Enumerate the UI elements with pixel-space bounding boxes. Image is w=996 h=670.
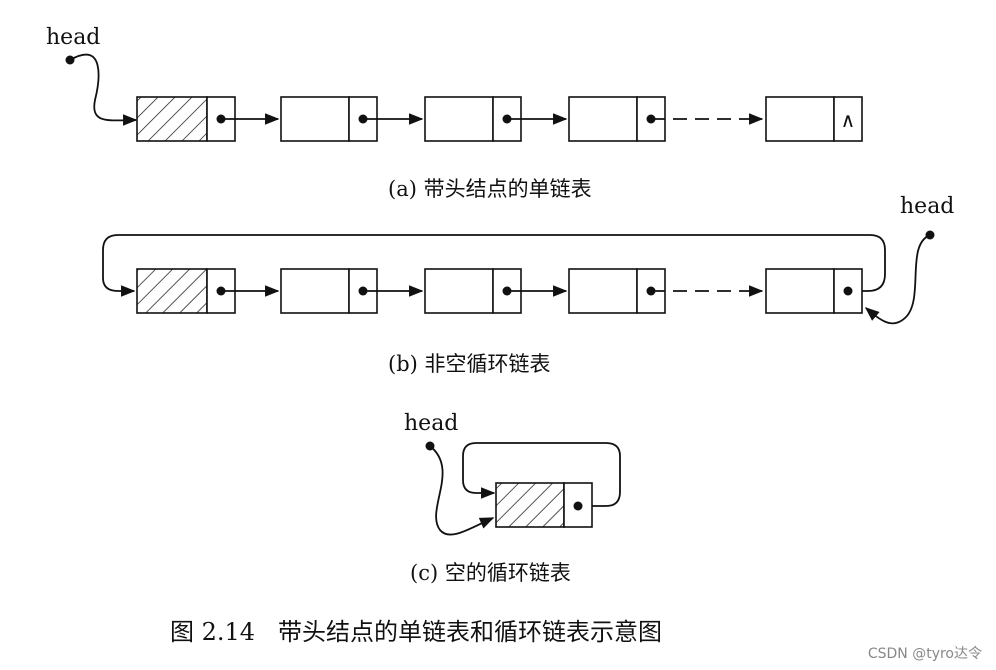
- part-b-circular-return-link: [102, 234, 886, 297]
- part-a-last-node: ∧: [765, 96, 863, 142]
- part-c-empty-circular-list: head (c) 空的循环链表: [404, 411, 621, 585]
- part-b-head-pointer-arrow: [864, 234, 931, 325]
- part-a-node-2: [424, 96, 522, 142]
- part-a-singly-linked-list: head ∧: [46, 25, 863, 201]
- part-b-head-label: head: [900, 194, 954, 219]
- part-a-head-pointer-arrow: [69, 53, 138, 126]
- part-b-caption: (b) 非空循环链表: [388, 352, 551, 376]
- part-b-node-2: [424, 268, 522, 314]
- part-a-head-label: head: [46, 25, 100, 50]
- figure-caption: 图 2.14 带头结点的单链表和循环链表示意图: [170, 618, 662, 646]
- part-b-circular-linked-list: head: [102, 194, 954, 376]
- part-a-node-3: [568, 96, 666, 142]
- part-c-head-node: [495, 482, 593, 528]
- part-b-node-3: [568, 268, 666, 314]
- part-b-last-node: [765, 268, 863, 314]
- part-c-head-label: head: [404, 411, 458, 436]
- part-a-head-node: [136, 96, 236, 142]
- part-c-self-loop-link: [462, 442, 621, 507]
- part-b-head-node: [136, 268, 236, 314]
- part-a-caption: (a) 带头结点的单链表: [388, 177, 592, 201]
- part-a-node-1: [280, 96, 378, 142]
- part-c-head-pointer-arrow: [429, 445, 495, 536]
- part-b-node-1: [280, 268, 378, 314]
- part-c-caption: (c) 空的循环链表: [410, 561, 571, 585]
- part-a-null-symbol: ∧: [841, 108, 856, 132]
- watermark: CSDN @tyro达令: [868, 646, 982, 662]
